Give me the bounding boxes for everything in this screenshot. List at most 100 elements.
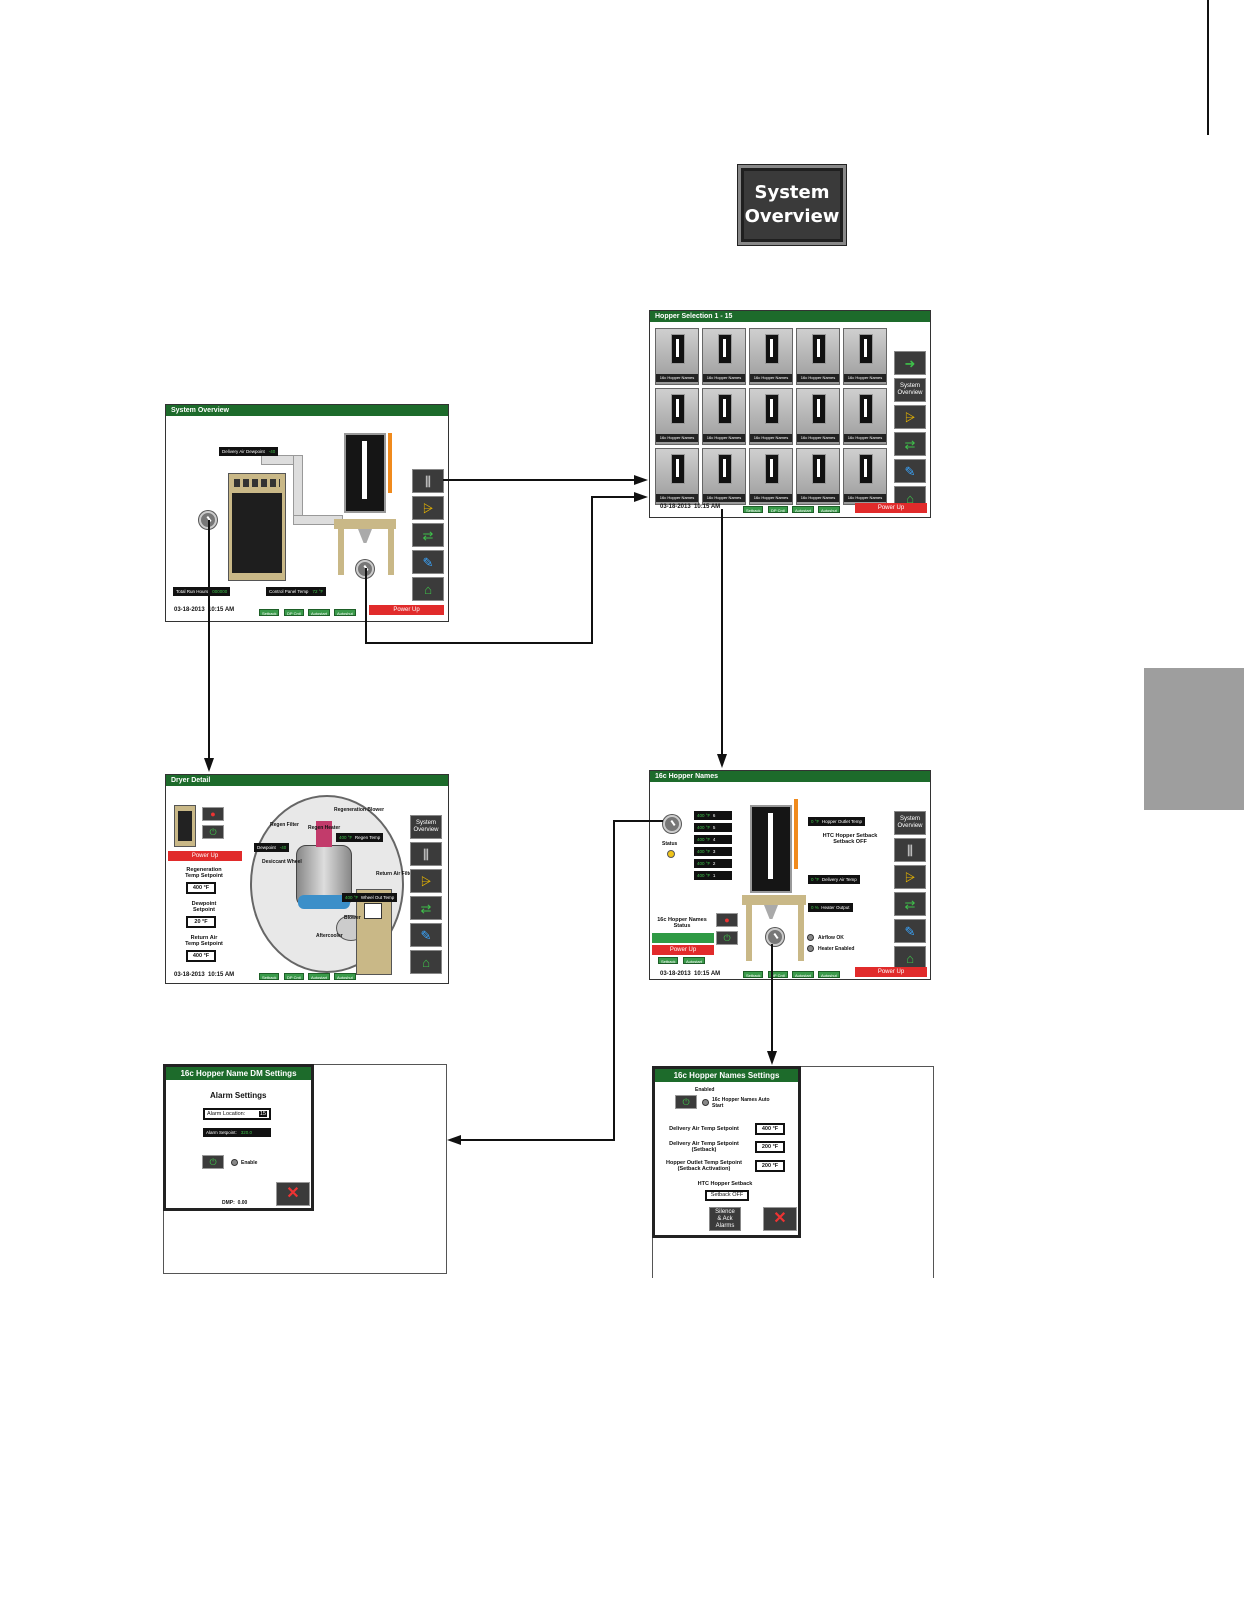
hopper-tile-name: 16c Hopper Names	[844, 434, 886, 442]
nav-hoppers-button[interactable]: ⫼	[410, 842, 442, 866]
status-gauge-icon[interactable]	[663, 815, 681, 833]
htc-setback-toggle[interactable]: Setback OFF	[705, 1190, 749, 1201]
screen-title: System Overview	[166, 405, 448, 416]
zone-temp-value: 400 °F	[697, 873, 711, 878]
delivery-air-temp-value: 0 °F	[811, 877, 820, 882]
hopper-tile[interactable]: 16c Hopper Names	[702, 328, 746, 385]
date: 03-18-2013	[174, 972, 205, 978]
connector-arrow	[717, 754, 727, 768]
power-status[interactable]: Power Up	[855, 967, 927, 977]
hopper-tile[interactable]: 16c Hopper Names	[796, 448, 840, 505]
nav-trend-button[interactable]: ⇄	[410, 896, 442, 920]
hopper-tile[interactable]: 16c Hopper Names	[749, 388, 793, 445]
hopper-tile[interactable]: 16c Hopper Names	[655, 388, 699, 445]
power-status[interactable]: Power Up	[369, 605, 444, 615]
nav-alarms-button[interactable]: ⩥	[410, 869, 442, 893]
close-button[interactable]: ✕	[763, 1207, 797, 1231]
nav-alarms-button[interactable]: ⩥	[894, 405, 926, 429]
nav-back-button[interactable]: ➜	[894, 351, 926, 375]
power-status[interactable]: Power Up	[855, 503, 927, 513]
label-line1: Dewpoint	[191, 901, 217, 907]
chip-autostart: Autostart	[792, 506, 815, 513]
hopper-tile-name: 16c Hopper Names	[750, 494, 792, 502]
alarm-setpoint-value: 320.0	[240, 1130, 253, 1135]
hopper-gauge-icon[interactable]	[766, 928, 784, 946]
zone-temps: 400 °F 6 400 °F 5 400 °F 4 400 °F 3 400 …	[694, 811, 732, 880]
value: 400	[192, 953, 203, 959]
start-button[interactable]: ⏻	[202, 825, 224, 839]
date: 03-18-2013	[660, 971, 691, 977]
power-status[interactable]: Power Up	[168, 851, 242, 861]
delivery-sp-input[interactable]: 400 °F	[755, 1123, 785, 1135]
alarm-settings-heading: Alarm Settings	[210, 1091, 267, 1100]
zone-temp-row: 400 °F 1	[694, 871, 732, 880]
dryer-vents	[234, 479, 280, 487]
connector-line	[721, 509, 723, 754]
unit: °F	[202, 919, 208, 925]
dewpoint-value: -40	[279, 845, 287, 850]
trend-arrows-icon: ⇄	[420, 900, 432, 916]
enable-button[interactable]: ⏻	[675, 1095, 697, 1109]
hopper-tile[interactable]: 16c Hopper Names	[749, 328, 793, 385]
desiccant-wheel-label: Desiccant Wheel	[262, 859, 302, 865]
dewpoint-setpoint-input[interactable]: 20 °F	[186, 916, 216, 928]
label-line2: (Setback Activation)	[677, 1166, 731, 1172]
return-air-setpoint-input[interactable]: 400 °F	[186, 950, 216, 962]
hoppers-icon: ⫼	[907, 842, 913, 858]
connector-line	[591, 496, 634, 498]
hopper-tile[interactable]: 16c Hopper Names	[843, 388, 887, 445]
hopper-tile[interactable]: 16c Hopper Names	[702, 388, 746, 445]
hopper-tile[interactable]: 16c Hopper Names	[749, 448, 793, 505]
nav-home-button[interactable]: ⌂	[410, 950, 442, 974]
regen-blower-label: Regeneration Blower	[334, 807, 385, 813]
nav-setup-button[interactable]: ✎	[894, 459, 926, 483]
stop-button[interactable]: ●	[716, 913, 738, 927]
start-button[interactable]: ⏻	[716, 931, 738, 945]
hopper-tile[interactable]: 16c Hopper Names	[702, 448, 746, 505]
hopper-tile[interactable]: 16c Hopper Names	[843, 448, 887, 505]
nav-trend-button[interactable]: ⇄	[894, 892, 926, 916]
close-button[interactable]: ✕	[276, 1182, 310, 1206]
nav-hoppers-button[interactable]: ⫼	[412, 469, 444, 493]
hopper-tile[interactable]: 16c Hopper Names	[655, 448, 699, 505]
alarm-bells-icon: ⩥	[422, 500, 434, 516]
nav-trend-button[interactable]: ⇄	[412, 523, 444, 547]
connector-arrow	[767, 1051, 777, 1065]
nav-trend-button[interactable]: ⇄	[894, 432, 926, 456]
nav-alarms-button[interactable]: ⩥	[894, 865, 926, 889]
wrench-icon: ✎	[420, 927, 432, 943]
delivery-setback-input[interactable]: 200 °F	[755, 1141, 785, 1153]
nav-home-button[interactable]: ⌂	[412, 577, 444, 601]
hopper-tile[interactable]: 16c Hopper Names	[843, 328, 887, 385]
chip-setback: Setback	[743, 506, 764, 513]
enable-button[interactable]: ⏻	[202, 1155, 224, 1169]
zone-temp-row: 400 °F 5	[694, 823, 732, 832]
screen-title: 16c Hopper Names	[650, 771, 930, 782]
hopper-tile[interactable]: 16c Hopper Names	[655, 328, 699, 385]
connector-arrow	[634, 475, 648, 485]
connector-line	[613, 820, 615, 1140]
nav-setup-button[interactable]: ✎	[894, 919, 926, 943]
regen-temp-setpoint-input[interactable]: 400 °F	[186, 882, 216, 894]
hopper-power-status[interactable]: Power Up	[652, 945, 714, 955]
nav-home-button[interactable]: ⌂	[894, 946, 926, 970]
hopper-tile[interactable]: 16c Hopper Names	[796, 328, 840, 385]
nav-hoppers-button[interactable]: ⫼	[894, 838, 926, 862]
nav-setup-button[interactable]: ✎	[412, 550, 444, 574]
outlet-setback-input[interactable]: 200 °F	[755, 1160, 785, 1172]
heater-output-readout: 0 % Heater Output	[808, 903, 853, 912]
stop-button[interactable]: ●	[202, 807, 224, 821]
label-line2: Start	[712, 1103, 724, 1109]
hopper-tile[interactable]: 16c Hopper Names	[796, 388, 840, 445]
nav-alarms-button[interactable]: ⩥	[412, 496, 444, 520]
alarm-location-field[interactable]: Alarm Location:15	[203, 1108, 271, 1120]
nav-setup-button[interactable]: ✎	[410, 923, 442, 947]
